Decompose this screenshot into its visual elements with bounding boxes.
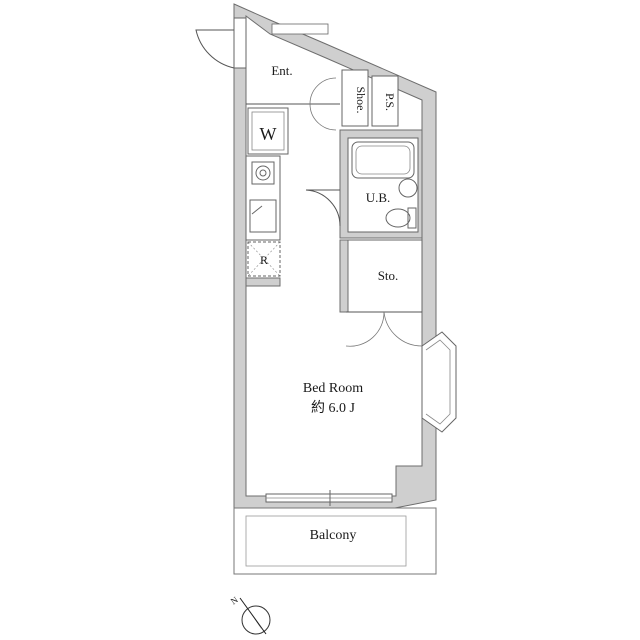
refrigerator-space [247, 241, 281, 277]
storage-label: Sto. [378, 268, 399, 283]
bay-window [421, 331, 457, 433]
shoe-label: Shoe. [354, 87, 368, 114]
compass-north-label: N [229, 594, 240, 606]
storage-doors [345, 311, 423, 347]
unit-bath [339, 129, 423, 239]
balcony-window [265, 490, 393, 506]
refrigerator-label: R [260, 253, 268, 267]
washer-space [247, 107, 289, 155]
balcony-label: Balcony [310, 528, 357, 543]
unit-bath-label: U.B. [366, 190, 391, 205]
bedroom-label: Bed Room [303, 381, 363, 396]
entrance-door [195, 17, 247, 69]
pipe-space-label: P.S. [383, 93, 397, 111]
washer-label: W [260, 124, 277, 144]
entrance-label: Ent. [271, 63, 292, 78]
pipe-space [371, 75, 399, 127]
shoe-cabinet [341, 69, 369, 127]
balcony-outline [233, 507, 437, 575]
kitchen-counter [245, 155, 281, 241]
bedroom-size-label: 約 6.0 J [311, 400, 355, 416]
compass-icon: N [229, 594, 271, 635]
